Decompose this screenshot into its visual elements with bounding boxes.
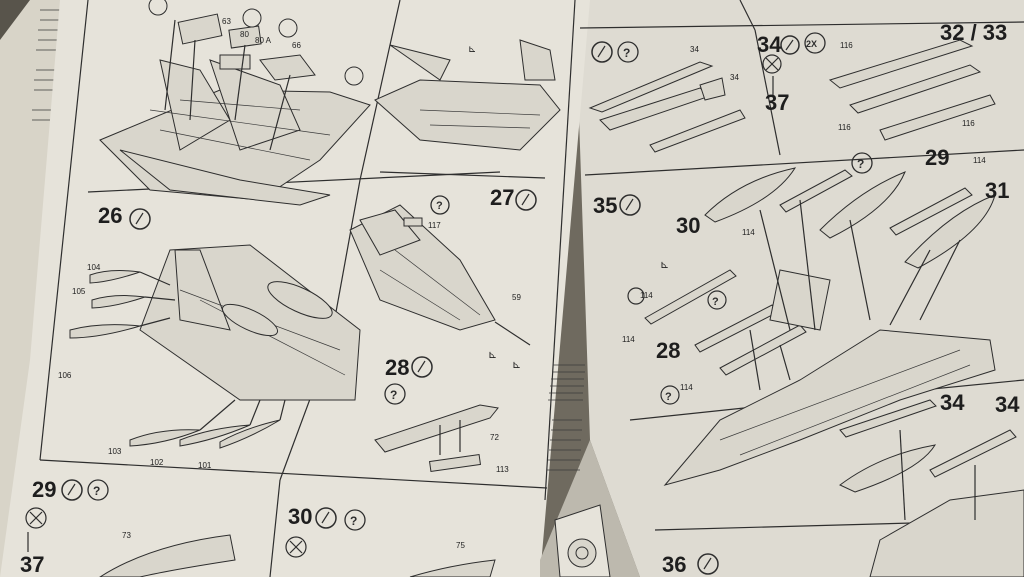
step-29-ref: 37	[20, 552, 44, 577]
svg-text:?: ?	[93, 484, 100, 498]
question-icon	[384, 383, 406, 405]
svg-text:⊾: ⊾	[468, 44, 476, 55]
part-114b: 114	[973, 156, 986, 165]
question-icon	[707, 290, 727, 310]
part-101: 101	[198, 461, 212, 470]
glue-icon	[129, 208, 151, 230]
part-114c: 114	[622, 335, 635, 344]
part-105: 105	[72, 287, 86, 296]
step-30: 30 ? 75	[285, 504, 496, 577]
svg-text:?: ?	[390, 388, 397, 402]
paint-icon	[762, 54, 782, 74]
glue-icon	[411, 356, 433, 378]
quantity-badge	[804, 32, 826, 54]
paint-icon	[285, 536, 307, 558]
step-28-number: 28	[385, 355, 409, 380]
question-icon	[617, 41, 639, 63]
step-26-number: 26	[98, 203, 122, 228]
svg-text:?: ?	[857, 157, 864, 171]
part-59: 59	[512, 293, 521, 302]
step-30-number: 30	[288, 504, 312, 529]
step-36: 36	[662, 552, 719, 577]
part-31: 31	[985, 178, 1009, 203]
part-117: 117	[428, 221, 441, 230]
part-113: 113	[496, 465, 509, 474]
side-text-block	[547, 364, 585, 471]
step-28-left: 28 ? 72 113	[374, 355, 509, 474]
bottom-center-detail	[554, 504, 611, 577]
glue-icon	[315, 507, 337, 529]
part-66: 66	[292, 41, 301, 50]
glue-icon	[697, 553, 719, 575]
svg-text:⊾: ⊾	[488, 349, 497, 361]
part-63: 63	[222, 17, 231, 26]
part-72: 72	[490, 433, 499, 442]
svg-text:?: ?	[623, 46, 630, 60]
step-34-qty: 2X	[806, 39, 817, 49]
part-116c: 116	[962, 119, 975, 128]
step-34-ref-numbers: 32 / 33	[940, 20, 1007, 45]
part-75: 75	[456, 541, 465, 550]
top-middle-parts: ? 34 34	[588, 41, 746, 153]
part-106: 106	[58, 371, 72, 380]
step-35: 35 ? 30 29 31 114 114 114 28 114 11	[593, 145, 1009, 486]
glue-icon	[780, 35, 800, 55]
top-left-jet-illustration: 63 80 80 A 66	[99, 0, 371, 206]
part-80: 80	[240, 30, 249, 39]
step-26: 26 104 105 106 103 102 101	[58, 203, 361, 470]
glue-icon	[591, 41, 613, 63]
part-28: 28	[656, 338, 680, 363]
svg-text:⊾: ⊾	[512, 359, 521, 371]
part-114d: 114	[680, 383, 693, 392]
part-73: 73	[122, 531, 131, 540]
part-34b: 34	[995, 392, 1020, 417]
svg-text:⊾: ⊾	[660, 259, 669, 271]
step-36-number: 36	[662, 552, 686, 577]
part-116b: 116	[838, 123, 851, 132]
glue-icon	[619, 194, 641, 216]
step-34-ref: 37	[765, 90, 789, 115]
glue-icon	[515, 189, 537, 211]
part-114e: 114	[640, 291, 653, 300]
part-116a: 116	[840, 41, 853, 50]
part-70: 34	[730, 73, 739, 82]
part-104: 104	[87, 263, 101, 272]
part-34a: 34	[940, 390, 965, 415]
part-115: 34	[690, 45, 699, 54]
paint-icon	[25, 507, 47, 529]
glue-icon	[61, 479, 83, 501]
step-29-number: 29	[32, 477, 56, 502]
question-icon	[430, 195, 450, 215]
step-35-number: 35	[593, 193, 617, 218]
step-29: 29 ? 37 73	[20, 477, 236, 577]
step-27-number: 27	[490, 185, 514, 210]
part-103: 103	[108, 447, 122, 456]
svg-text:?: ?	[712, 296, 719, 308]
part-80a: 80 A	[255, 36, 272, 45]
svg-text:?: ?	[436, 200, 443, 212]
question-icon	[660, 385, 680, 405]
question-icon	[344, 509, 366, 531]
question-icon	[87, 479, 109, 501]
step-27: 27 ? 117 59 ⊾ ⊾	[349, 185, 537, 371]
part-30: 30	[676, 213, 700, 238]
part-29: 29	[925, 145, 949, 170]
svg-text:?: ?	[665, 391, 672, 403]
bottom-right-parts: 34 34	[839, 390, 1024, 577]
step-34-number: 34	[757, 32, 782, 57]
top-middle-jet-illustration: ⊾	[374, 39, 561, 151]
part-102: 102	[150, 458, 164, 467]
step-34: 34 2X 37 32 / 33 116 116 116	[757, 20, 1007, 141]
question-icon	[851, 152, 873, 174]
svg-text:?: ?	[350, 514, 357, 528]
part-114a: 114	[742, 228, 755, 237]
